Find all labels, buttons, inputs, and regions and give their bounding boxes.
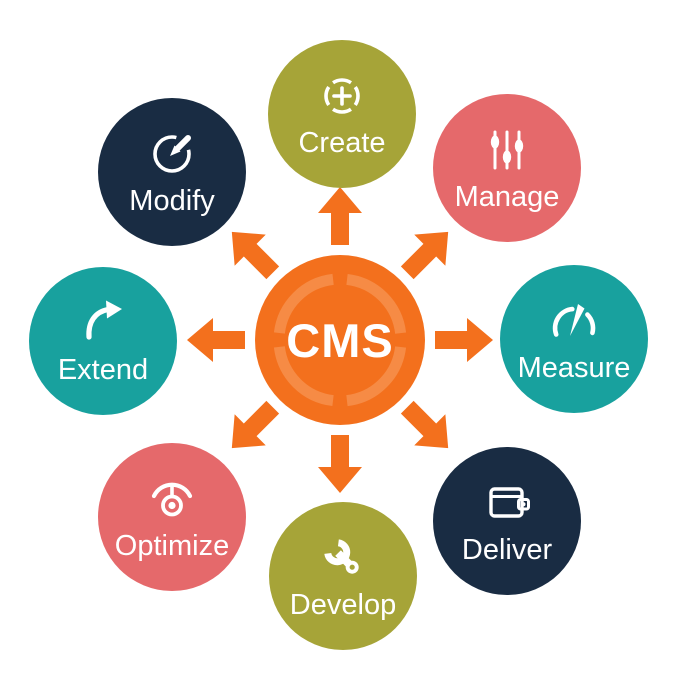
node-develop: Develop (269, 502, 417, 650)
arrow-left (187, 318, 245, 362)
node-optimize: Optimize (98, 443, 246, 591)
hub-label: CMS (286, 313, 394, 367)
arrow-up-left (216, 216, 288, 288)
node-label: Develop (289, 588, 397, 621)
plus-target-icon (324, 77, 360, 114)
node-label: Modify (129, 184, 215, 217)
node-label: Optimize (114, 529, 230, 562)
speedometer-icon (552, 303, 596, 337)
node-modify: Modify (98, 98, 246, 246)
node-deliver: Deliver (433, 447, 581, 595)
node-create: Create (268, 40, 416, 188)
wallet-icon (489, 486, 530, 518)
arrow-right (435, 318, 493, 362)
wrench-icon (324, 538, 359, 574)
node-label: Manage (454, 180, 560, 213)
node-extend: Extend (29, 267, 177, 415)
meter-dial-icon (151, 482, 193, 516)
curved-arrow-icon (86, 300, 122, 340)
sliders-icon (490, 130, 524, 170)
node-label: Create (298, 126, 386, 159)
arrow-down-left (216, 392, 288, 464)
arrow-up-right (392, 216, 464, 288)
edit-pencil-icon (153, 134, 191, 173)
node-measure: Measure (500, 265, 648, 413)
node-label: Deliver (461, 533, 553, 566)
arrow-up (318, 187, 362, 245)
arrow-down (318, 435, 362, 493)
arrow-down-right (392, 392, 464, 464)
node-label: Extend (57, 353, 149, 386)
node-manage: Manage (433, 94, 581, 242)
node-label: Measure (517, 351, 631, 384)
cms-hub: CMS (255, 255, 425, 425)
